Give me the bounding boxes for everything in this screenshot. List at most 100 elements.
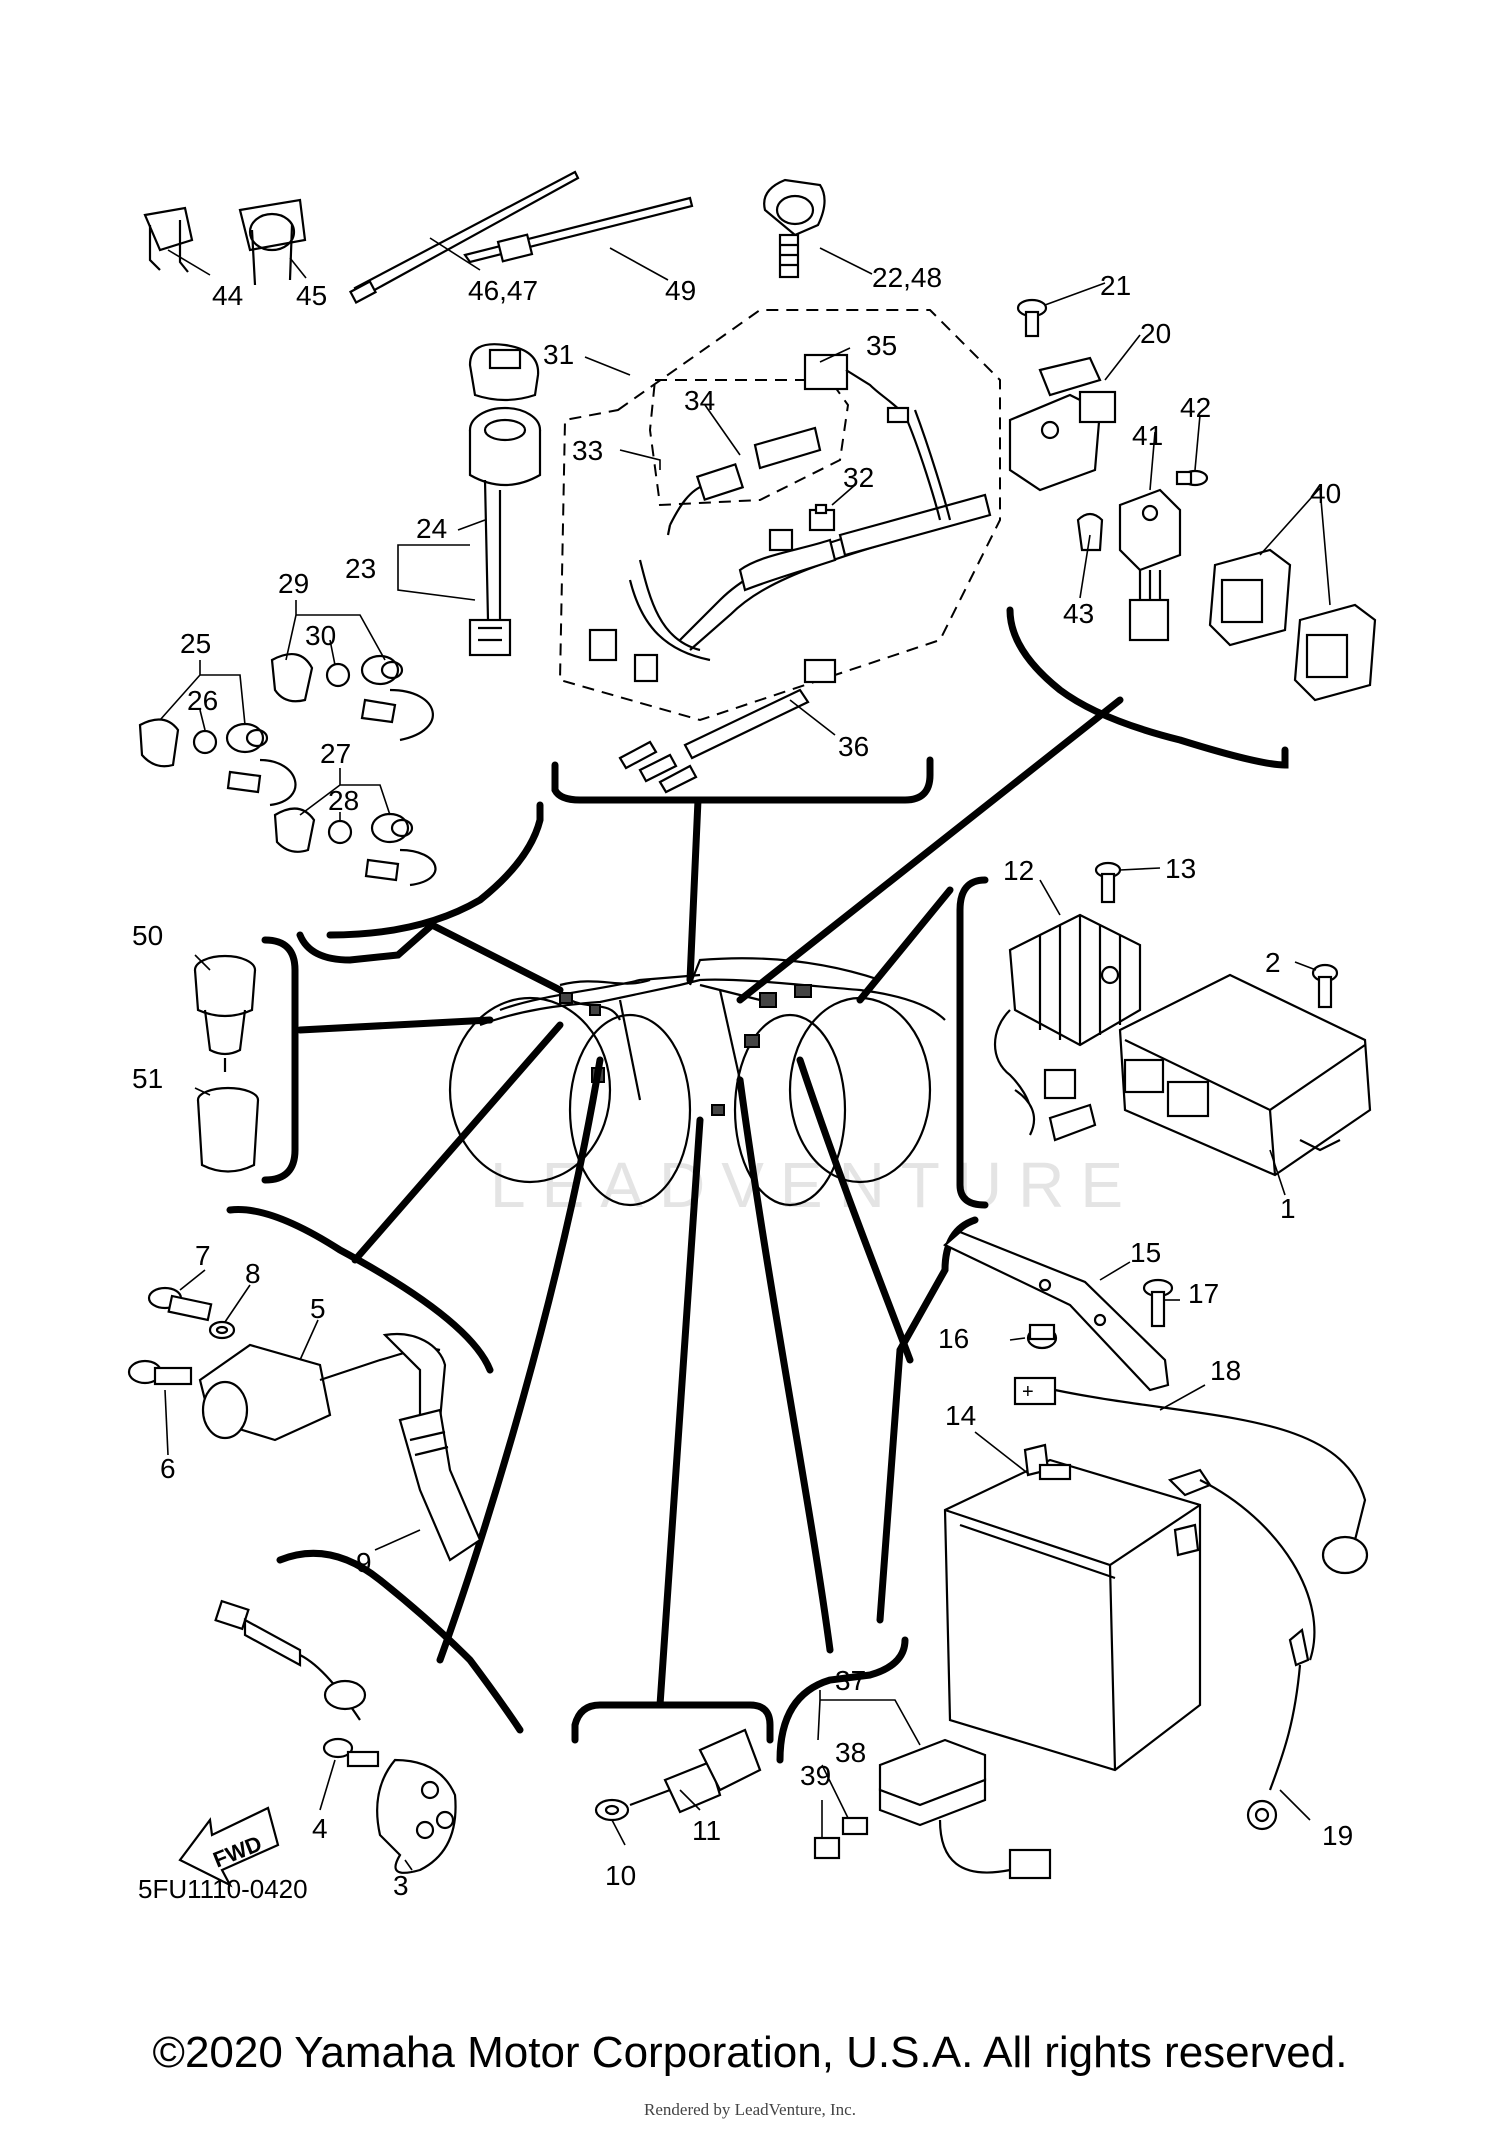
callout-31: 31	[543, 339, 574, 370]
callout-19: 19	[1322, 1820, 1353, 1851]
diagram-code: 5FU1110-0420	[138, 1874, 308, 1904]
callout-49: 49	[665, 275, 696, 306]
callout-38: 38	[835, 1737, 866, 1768]
callout-28: 28	[328, 785, 359, 816]
part-14-battery	[943, 1443, 1202, 1772]
part-32-connector	[808, 503, 836, 532]
callout-50: 50	[132, 920, 163, 951]
part-37-relay-assembly	[878, 1738, 1052, 1880]
callout-21: 21	[1100, 270, 1131, 301]
part-38-fuse	[841, 1816, 869, 1836]
watermark: LEADVENTURE	[490, 1149, 1139, 1221]
part-35-connector	[803, 353, 952, 521]
callout-36: 36	[838, 731, 869, 762]
part-41-relay	[1118, 488, 1182, 642]
part-17-bolt	[1142, 1278, 1174, 1328]
part-29-30-lamp	[270, 652, 434, 742]
atv-silhouette	[448, 957, 946, 1207]
part-6-bolt	[127, 1359, 193, 1386]
callout-30: 30	[305, 620, 336, 651]
part-31-sub-harness	[588, 493, 992, 683]
part-21-bolt	[1016, 298, 1048, 338]
callout-1: 1	[1280, 1193, 1296, 1224]
plus-symbol: +	[1022, 1381, 1034, 1403]
part-13-screw	[1094, 861, 1122, 904]
part-5-ignition-coil	[198, 1332, 447, 1442]
part-8-washer	[208, 1320, 236, 1340]
callout-11: 11	[692, 1815, 721, 1846]
callout-42: 42	[1180, 392, 1211, 423]
part-27-28-lamp	[273, 807, 437, 887]
callout-45: 45	[296, 280, 327, 311]
callout-3: 3	[393, 1870, 409, 1901]
callout-33: 33	[572, 435, 603, 466]
part-19-negative-lead	[1167, 1468, 1316, 1831]
part-2-bolt	[1311, 963, 1339, 1009]
part-43-clip	[1076, 512, 1104, 552]
part-46-47-cable-tie	[348, 170, 580, 304]
part-10-washer	[594, 1798, 630, 1822]
callout-22-48: 22,48	[872, 262, 942, 293]
callout-6: 6	[160, 1453, 176, 1484]
part-7-bolt	[147, 1286, 213, 1322]
rendered-by-notice: Rendered by LeadVenture, Inc.	[644, 2100, 856, 2119]
part-16-grommet	[1026, 1323, 1058, 1350]
part-23-main-switch	[468, 406, 542, 657]
callout-51: 51	[132, 1063, 163, 1094]
callout-18: 18	[1210, 1355, 1241, 1386]
leader-lines	[159, 237, 1331, 1871]
callout-32: 32	[843, 462, 874, 493]
callout-15: 15	[1130, 1237, 1161, 1268]
part-9-plug-cap	[398, 1408, 482, 1562]
callout-34: 34	[684, 385, 715, 416]
callout-2: 2	[1265, 947, 1281, 978]
callout-25: 25	[180, 628, 211, 659]
callout-40: 40	[1310, 478, 1341, 509]
group-frames	[226, 606, 1289, 1764]
callout-13: 13	[1165, 853, 1196, 884]
connector-lines	[296, 696, 1124, 1709]
callout-37: 37	[835, 1665, 866, 1696]
part-11-neutral-switch	[629, 1728, 762, 1814]
callout-7: 7	[195, 1240, 211, 1271]
callout-4: 4	[312, 1813, 328, 1844]
callout-44: 44	[212, 280, 243, 311]
part-39-fuse	[813, 1836, 841, 1860]
callout-5: 5	[310, 1293, 326, 1324]
callout-26: 26	[187, 685, 218, 716]
copyright-notice: ©2020 Yamaha Motor Corporation, U.S.A. A…	[152, 2028, 1348, 2077]
part-25-26-lamp	[138, 718, 297, 807]
part-12-rectifier-regulator	[993, 913, 1142, 1142]
callout-29: 29	[278, 568, 309, 599]
part-50-socket	[193, 954, 257, 1072]
callout-27: 27	[320, 738, 351, 769]
part-36-lead	[618, 658, 837, 794]
callout-24: 24	[416, 513, 447, 544]
part-18-positive-lead: +	[1013, 1376, 1369, 1575]
callout-35: 35	[866, 330, 897, 361]
part-44-clip	[143, 206, 194, 273]
part-51-cup	[196, 1086, 260, 1173]
callout-17: 17	[1188, 1278, 1219, 1309]
callout-39: 39	[800, 1760, 831, 1791]
callout-14: 14	[945, 1400, 976, 1431]
callout-12: 12	[1003, 855, 1034, 886]
part-45-clip	[238, 198, 307, 286]
callout-41: 41	[1132, 420, 1163, 451]
callout-8: 8	[245, 1258, 261, 1289]
callout-23: 23	[345, 553, 376, 584]
part-22-48-clamp	[763, 178, 826, 279]
callout-20: 20	[1140, 318, 1171, 349]
part-24-key-cap	[468, 343, 540, 402]
callout-16: 16	[938, 1323, 969, 1354]
part-40-relays	[1208, 548, 1377, 702]
part-33-34-lead	[666, 426, 822, 536]
part-4-screw	[322, 1737, 380, 1768]
part-15-battery-band	[943, 1230, 1170, 1392]
part-42-screw	[1175, 469, 1209, 487]
part-49-band	[463, 196, 694, 264]
callout-10: 10	[605, 1860, 636, 1891]
callout-46-47: 46,47	[468, 275, 538, 306]
part-3-pickup-coil	[214, 1599, 457, 1874]
